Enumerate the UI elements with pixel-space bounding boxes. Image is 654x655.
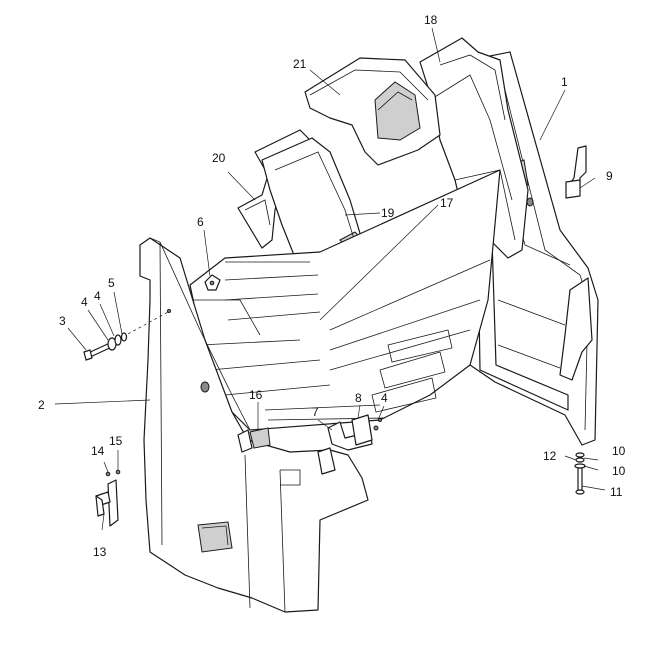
callout-10b: 10 [612,464,626,478]
part-21-top-plate [304,57,441,166]
callout-5: 5 [108,276,115,290]
leader-lines [54,27,606,531]
callout-1: 1 [561,75,568,89]
part-9-bracket [565,145,587,199]
callout-12: 12 [543,449,557,463]
part-7-8-brackets [327,414,382,451]
callout-4b: 4 [94,289,101,303]
callout-2: 2 [38,398,45,412]
callout-4c: 4 [381,391,388,405]
callout-6: 6 [197,215,204,229]
callout-3: 3 [59,314,66,328]
part-6-clip [204,274,221,291]
callout-14: 14 [91,444,105,458]
part-2-front-panel [139,237,369,613]
callout-4a: 4 [81,295,88,309]
callout-19: 19 [381,206,395,220]
callout-15: 15 [109,434,123,448]
callout-9: 9 [606,169,613,183]
callout-13: 13 [93,545,107,559]
callout-16: 16 [249,388,263,402]
part-10-11-12-bolt [574,452,586,495]
callout-21: 21 [293,57,307,71]
part-13-14-15-clip [95,469,121,527]
callout-20: 20 [212,151,226,165]
callout-labels: 1 2 3 4 4 5 6 7 8 4 9 10 10 11 12 13 14 … [38,13,626,559]
callout-11: 11 [610,485,623,499]
callout-7: 7 [312,405,319,419]
callout-17: 17 [440,196,454,210]
callout-10a: 10 [612,444,626,458]
callout-8: 8 [355,391,362,405]
callout-18: 18 [424,13,438,27]
part-3-4-5-bolt-assembly [83,309,171,361]
